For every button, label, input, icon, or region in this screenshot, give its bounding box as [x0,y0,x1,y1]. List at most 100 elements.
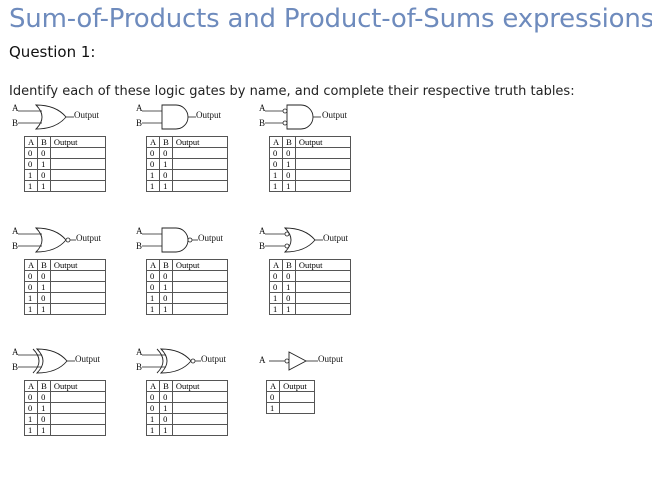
input-b-label: B [12,241,19,251]
cell-a: 0 [268,147,284,159]
output-cell[interactable] [49,270,106,282]
output-cell[interactable] [49,169,106,181]
cell-b: 1 [282,281,296,293]
cell-b: 0 [159,292,173,304]
cell-b: 1 [159,402,173,414]
input-a-label: A [259,103,266,113]
col-b-header: B [37,259,51,271]
output-cell[interactable] [294,147,351,159]
cell-b: 1 [37,180,51,192]
col-b-header: B [159,136,173,148]
output-cell[interactable] [171,424,228,436]
cell-b: 0 [37,270,51,282]
cell-a: 0 [145,270,161,282]
cell-b: 1 [159,180,173,192]
cell-b: 0 [159,169,173,181]
output-cell[interactable] [49,391,106,403]
col-output-header: Output [49,380,106,392]
output-cell[interactable] [49,147,106,159]
output-cell[interactable] [171,147,228,159]
output-cell[interactable] [49,281,106,293]
cell-b: 1 [37,303,51,315]
input-b-label: B [12,118,19,128]
col-a-header: A [268,259,284,271]
cell-a: 0 [23,391,39,403]
cell-a: 1 [145,413,161,425]
output-cell[interactable] [279,391,316,403]
output-cell[interactable] [171,391,228,403]
col-output-header: Output [171,136,228,148]
output-cell[interactable] [279,402,316,414]
output-cell[interactable] [294,292,351,304]
output-cell[interactable] [171,303,228,315]
col-output-header: Output [171,259,228,271]
input-b-label: B [136,241,143,251]
output-cell[interactable] [171,281,228,293]
cell-b: 1 [282,303,296,315]
cell-a: 1 [268,292,284,304]
nand-gate-icon [142,227,198,253]
col-a-header: A [145,136,161,148]
output-cell[interactable] [49,158,106,170]
output-cell[interactable] [171,169,228,181]
output-cell[interactable] [49,303,106,315]
cell-a: 0 [268,270,284,282]
output-cell[interactable] [294,303,351,315]
col-b-header: B [37,380,51,392]
col-a-header: A [265,380,281,392]
col-output-header: Output [49,136,106,148]
output-cell[interactable] [49,413,106,425]
cell-b: 1 [37,424,51,436]
output-cell[interactable] [171,292,228,304]
cell-b: 0 [37,169,51,181]
output-label: Output [196,110,222,120]
output-label: Output [201,354,227,364]
output-label: Output [74,110,100,120]
output-cell[interactable] [294,169,351,181]
cell-a: 0 [265,391,281,403]
question-prompt: Identify each of these logic gates by na… [9,84,575,99]
output-cell[interactable] [294,180,351,192]
cell-a: 0 [145,391,161,403]
output-label: Output [76,233,102,243]
cell-b: 0 [282,292,296,304]
output-cell[interactable] [171,158,228,170]
and-gate-inverted-inputs-icon [265,104,321,130]
cell-a: 1 [268,303,284,315]
col-output-header: Output [49,259,106,271]
cell-b: 0 [37,147,51,159]
output-cell[interactable] [294,158,351,170]
cell-b: 0 [37,391,51,403]
cell-a: 0 [145,402,161,414]
input-a-label: A [12,103,19,113]
input-a-label: A [259,226,266,236]
output-cell[interactable] [49,180,106,192]
output-cell[interactable] [294,281,351,293]
input-a-label: A [12,347,19,357]
or-gate-icon [18,104,74,130]
output-label: Output [322,110,348,120]
output-cell[interactable] [171,413,228,425]
output-cell[interactable] [49,292,106,304]
cell-a: 1 [145,169,161,181]
col-output-header: Output [294,136,351,148]
cell-b: 1 [159,424,173,436]
xnor-gate-icon [142,348,201,374]
col-output-header: Output [294,259,351,271]
or-gate-inverted-inputs-icon [265,227,323,253]
output-cell[interactable] [294,270,351,282]
output-cell[interactable] [49,424,106,436]
input-b-label: B [259,241,266,251]
output-cell[interactable] [171,180,228,192]
output-cell[interactable] [171,270,228,282]
output-cell[interactable] [171,402,228,414]
output-cell[interactable] [49,402,106,414]
input-a-label: A [136,103,143,113]
cell-b: 1 [37,281,51,293]
